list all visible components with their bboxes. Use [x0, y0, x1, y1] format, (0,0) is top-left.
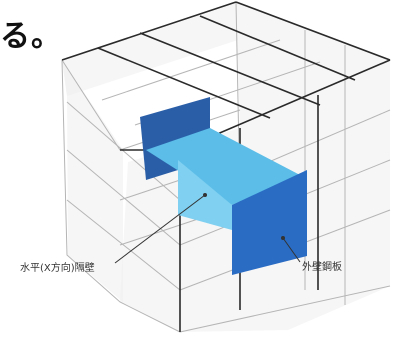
leader-lines: [114, 194, 301, 264]
outer-steel-plate-label: 外壁鋼板: [302, 262, 342, 273]
horizontal-wall-label: 水平(X方向)隔壁: [20, 263, 95, 274]
horizontal-wall-top: [146, 128, 300, 205]
heading-fragment: る。: [0, 19, 62, 54]
leader-dots: [203, 193, 285, 240]
outer-steel-plate: [232, 170, 307, 275]
